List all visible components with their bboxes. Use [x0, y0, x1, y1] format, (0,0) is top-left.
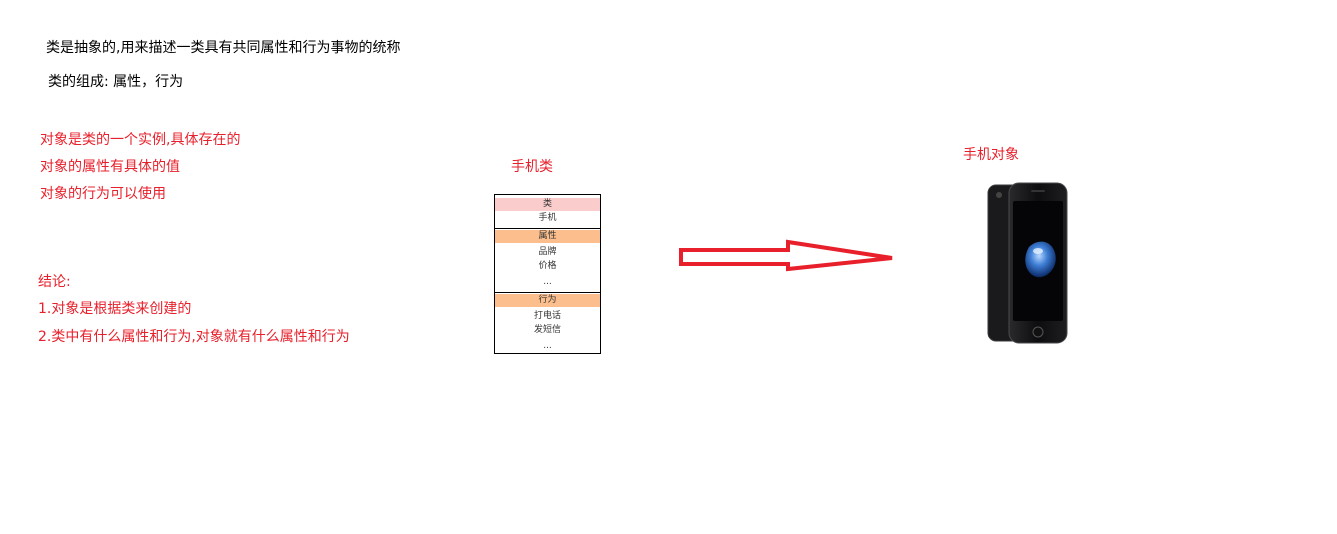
behavior-cell: ... — [543, 341, 552, 351]
object-note-1: 对象是类的一个实例,具体存在的 — [40, 132, 241, 148]
class-header-cell: 类 — [495, 198, 600, 211]
conclusion-title: 结论: — [38, 274, 71, 290]
class-caption: 手机类 — [511, 159, 553, 175]
object-note-2: 对象的属性有具体的值 — [40, 159, 180, 175]
table-divider — [495, 292, 600, 293]
conclusion-item-1: 1.对象是根据类来创建的 — [38, 301, 192, 317]
attribute-header-cell: 属性 — [495, 230, 600, 243]
behavior-cell: 发短信 — [533, 325, 561, 335]
attribute-cell: 价格 — [538, 261, 557, 271]
class-composition-text: 类的组成: 属性，行为 — [48, 74, 184, 90]
phone-image-icon — [987, 182, 1068, 344]
conclusion-item-2: 2.类中有什么属性和行为,对象就有什么属性和行为 — [38, 329, 350, 345]
attribute-cell: 品牌 — [538, 247, 557, 257]
class-table: 类 手机 属性 品牌 价格 ... 行为 打电话 发短信 ... — [494, 194, 601, 354]
object-note-3: 对象的行为可以使用 — [40, 186, 166, 202]
behavior-header-cell: 行为 — [495, 294, 600, 307]
class-definition-text: 类是抽象的,用来描述一类具有共同属性和行为事物的统称 — [46, 40, 401, 56]
table-divider — [495, 228, 600, 229]
behavior-cell: 打电话 — [533, 311, 561, 321]
object-caption: 手机对象 — [963, 147, 1019, 163]
class-name-cell: 手机 — [538, 213, 557, 223]
attribute-cell: ... — [543, 277, 552, 287]
right-arrow-icon — [679, 239, 893, 272]
